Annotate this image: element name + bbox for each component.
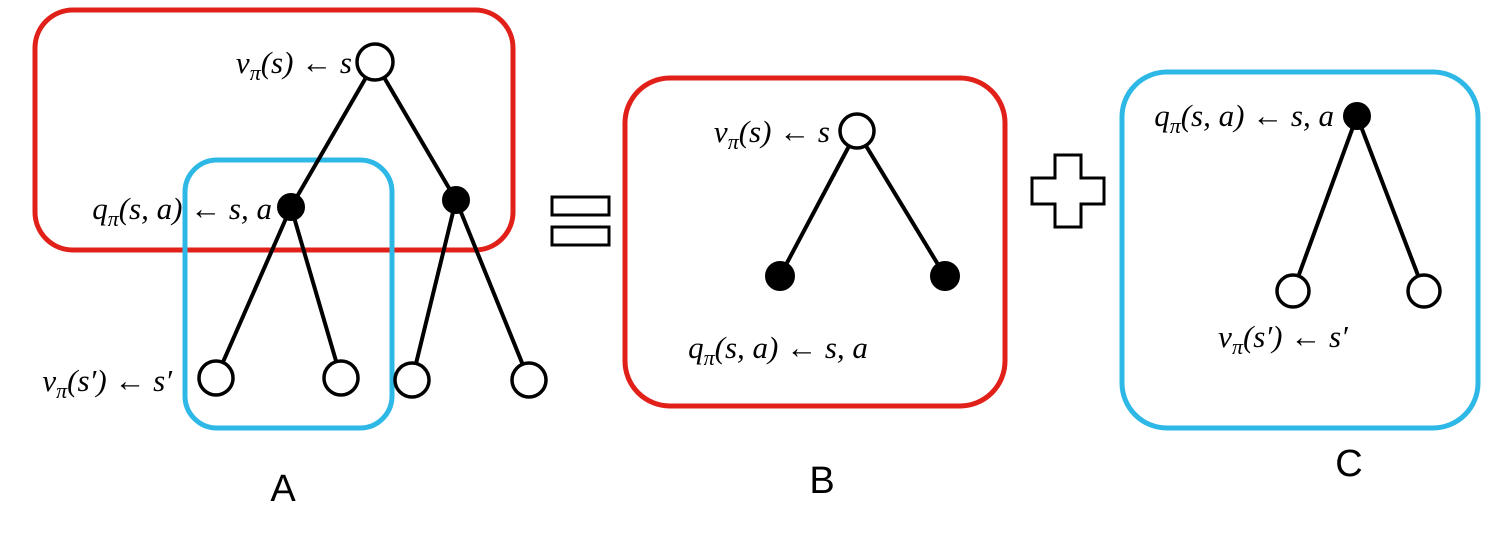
red-highlight-box-b bbox=[622, 75, 1008, 409]
edge-leftaction-leaf1 bbox=[214, 205, 293, 380]
panel-b: vπ(s) ← s qπ(s, a) ← s, a B bbox=[622, 75, 1008, 502]
equals-top-bar bbox=[550, 195, 611, 217]
edge-rightaction-leaf3 bbox=[410, 198, 458, 382]
label-subscript: π bbox=[704, 345, 716, 370]
action-node-root-c bbox=[1343, 102, 1371, 130]
label-subscript: π bbox=[250, 60, 262, 85]
b-root-label: vπ(s) ← s bbox=[714, 114, 830, 154]
edge-root-left-action bbox=[289, 60, 377, 209]
label-rest: (s, a) ← s, a bbox=[119, 191, 272, 226]
panel-a: vπ(s) ← s qπ(s, a) ← s, a vπ(s′) ← s′ A bbox=[32, 7, 548, 510]
equals-bottom-bar bbox=[550, 225, 611, 247]
action-node-right-b bbox=[930, 261, 960, 291]
label-base: v bbox=[236, 45, 250, 80]
label-rest: (s′) ← s′ bbox=[67, 363, 173, 398]
label-rest: (s, a) ← s, a bbox=[1181, 98, 1334, 133]
state-node-leaf2-a bbox=[322, 359, 360, 397]
panel-c: qπ(s, a) ← s, a vπ(s′) ← s′ C bbox=[1119, 69, 1481, 485]
action-node-left-b bbox=[765, 261, 795, 291]
state-node-leaf1-a bbox=[197, 359, 235, 397]
label-base: q bbox=[688, 330, 704, 365]
panel-c-label: C bbox=[1335, 443, 1362, 485]
label-subscript: π bbox=[1170, 113, 1182, 138]
label-subscript: π bbox=[56, 378, 68, 403]
equals-icon bbox=[550, 195, 611, 247]
a-root-label: vπ(s) ← s bbox=[236, 45, 352, 85]
cyan-highlight-box-c bbox=[1119, 69, 1481, 431]
cyan-highlight-box-a bbox=[182, 157, 395, 431]
state-node-right-c bbox=[1406, 273, 1442, 309]
state-node-left-c bbox=[1275, 273, 1311, 309]
a-leaf-label: vπ(s′) ← s′ bbox=[42, 363, 173, 403]
edge-root-left-action-b bbox=[778, 129, 859, 278]
c-root-label: qπ(s, a) ← s, a bbox=[1154, 98, 1334, 138]
edge-root-left-leaf-c bbox=[1291, 114, 1359, 293]
plus-icon bbox=[1030, 153, 1106, 229]
edge-root-right-action bbox=[373, 60, 458, 202]
panel-a-label: A bbox=[270, 468, 296, 510]
label-subscript: π bbox=[108, 206, 120, 231]
edge-root-right-action-b bbox=[855, 129, 947, 278]
label-base: v bbox=[1218, 319, 1232, 354]
label-base: v bbox=[714, 114, 728, 149]
label-rest: (s) ← s bbox=[261, 45, 352, 80]
label-subscript: π bbox=[1232, 334, 1244, 359]
label-rest: (s′) ← s′ bbox=[1243, 319, 1349, 354]
label-rest: (s) ← s bbox=[739, 114, 830, 149]
label-rest: (s, a) ← s, a bbox=[715, 330, 868, 365]
state-node-leaf4-a bbox=[510, 361, 548, 399]
b-action-label: qπ(s, a) ← s, a bbox=[688, 330, 868, 370]
edge-root-right-leaf-c bbox=[1355, 114, 1426, 293]
state-node-root-a bbox=[355, 42, 395, 82]
a-action-label: qπ(s, a) ← s, a bbox=[92, 191, 272, 231]
label-base: v bbox=[42, 363, 56, 398]
label-base: q bbox=[92, 191, 108, 226]
edge-rightaction-leaf4 bbox=[454, 198, 531, 382]
state-node-root-b bbox=[838, 112, 876, 150]
plus-shape bbox=[1030, 153, 1106, 229]
edge-leftaction-leaf2 bbox=[289, 205, 343, 380]
action-node-right-a bbox=[442, 186, 470, 214]
action-node-left-a bbox=[277, 193, 305, 221]
label-subscript: π bbox=[728, 129, 740, 154]
panel-b-label: B bbox=[809, 460, 834, 502]
label-base: q bbox=[1154, 98, 1170, 133]
state-node-leaf3-a bbox=[393, 361, 431, 399]
c-leaf-label: vπ(s′) ← s′ bbox=[1218, 319, 1349, 359]
